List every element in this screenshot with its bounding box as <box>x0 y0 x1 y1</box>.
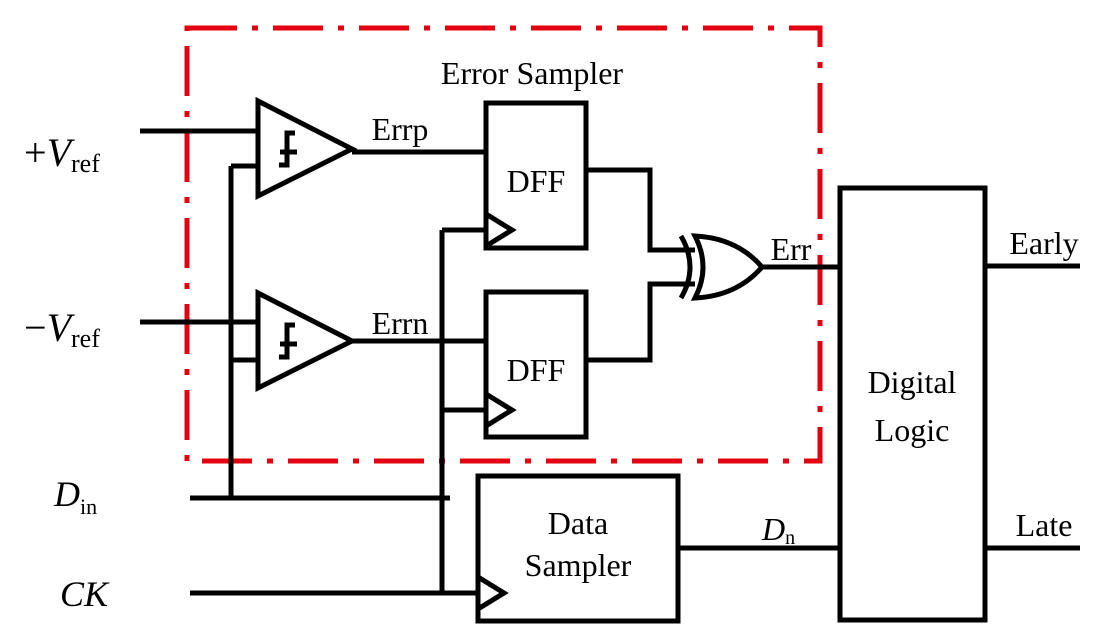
error-sampler-boundary <box>184 25 823 464</box>
err-label: Err <box>771 231 812 267</box>
clock-triangle-icon <box>476 574 509 612</box>
xor-gate-icon <box>678 233 766 301</box>
ck-label: CK <box>60 574 110 614</box>
data-sampler-label-1: Data <box>548 505 608 541</box>
digital-logic-block <box>837 185 988 623</box>
errn-label: Errn <box>372 305 429 341</box>
digital-logic-label-2: Logic <box>875 412 950 448</box>
early-label: Early <box>1009 225 1078 261</box>
dn-label: Dn <box>761 511 795 549</box>
clock-triangle-icon <box>484 391 517 429</box>
error-sampler-label: Error Sampler <box>441 55 624 91</box>
dff-top-q-wire <box>586 167 695 253</box>
din-label: Din <box>53 474 97 519</box>
errp-label: Errp <box>372 111 429 147</box>
vref-pos-label: +Vref <box>24 130 100 178</box>
dff-bottom-q-wire <box>586 281 695 363</box>
dff-bottom-label: DFF <box>507 352 566 388</box>
hysteresis-icon <box>279 130 297 168</box>
late-label: Late <box>1016 507 1073 543</box>
clock-triangle-icon <box>484 211 517 249</box>
hysteresis-icon <box>279 322 297 360</box>
data-sampler-block <box>475 473 681 624</box>
digital-logic-label-1: Digital <box>868 364 957 400</box>
data-sampler-label-2: Sampler <box>525 547 632 583</box>
comparator-bottom <box>255 288 358 393</box>
comparator-top <box>255 96 358 201</box>
vref-neg-label: −Vref <box>24 305 100 353</box>
dff-top-label: DFF <box>507 163 566 199</box>
